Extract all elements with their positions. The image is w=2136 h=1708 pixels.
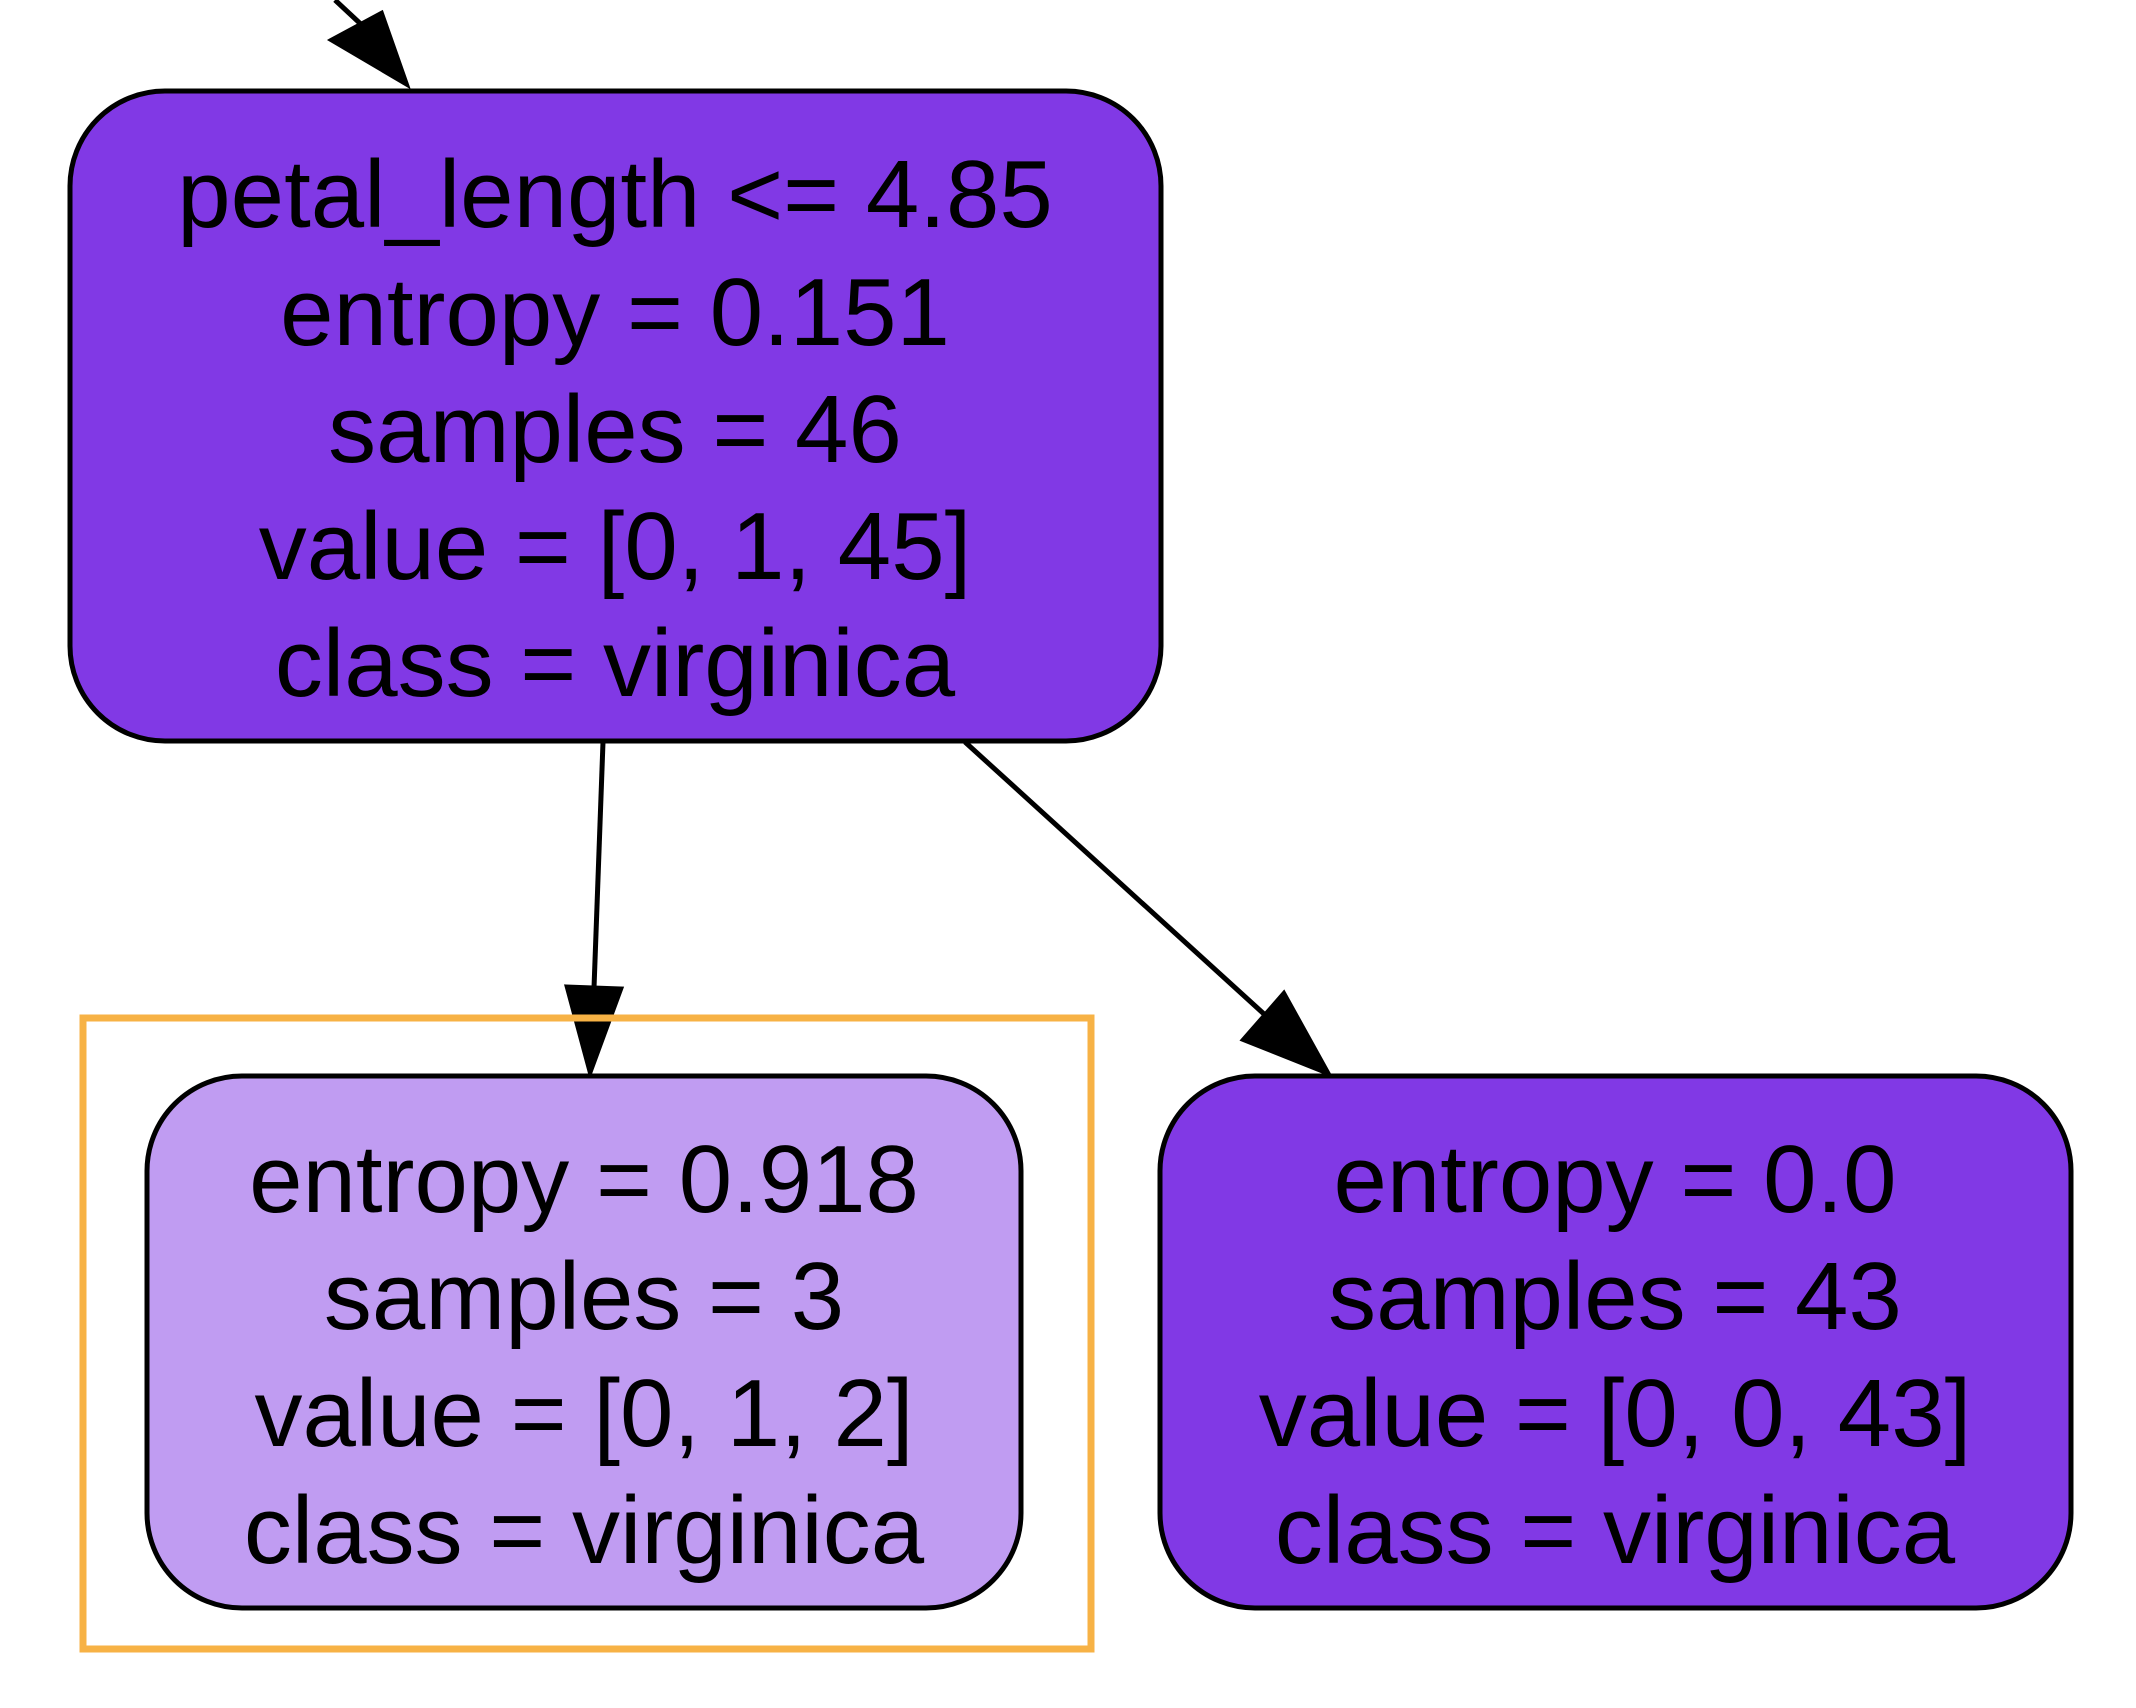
leaf-right-entropy: entropy = 0.0 <box>1333 1126 1896 1233</box>
incoming-edge <box>326 0 411 90</box>
leaf-left-class: class = virginica <box>244 1477 925 1584</box>
split-value: value = [0, 1, 45] <box>259 493 972 600</box>
leaf-right-class: class = virginica <box>1275 1477 1956 1584</box>
edge-parent-to-right-leaf <box>963 740 1334 1078</box>
leaf-node-right[interactable]: entropy = 0.0 samples = 43 value = [0, 0… <box>1157 1073 2074 1611</box>
split-node-box <box>67 88 1164 744</box>
split-condition: petal_length <= 4.85 <box>177 141 1052 248</box>
leaf-node-left[interactable]: entropy = 0.918 samples = 3 value = [0, … <box>144 1073 1024 1611</box>
leaf-right-samples: samples = 43 <box>1328 1243 1902 1350</box>
edge-parent-to-left-leaf <box>564 741 625 1080</box>
leaf-left-entropy: entropy = 0.918 <box>249 1126 919 1233</box>
leaf-left-box <box>144 1073 1024 1611</box>
leaf-left-value: value = [0, 1, 2] <box>254 1360 913 1467</box>
leaf-right-box <box>1157 1073 2074 1611</box>
leaf-right-value: value = [0, 0, 43] <box>1259 1360 1972 1467</box>
split-class: class = virginica <box>275 610 956 717</box>
split-samples: samples = 46 <box>328 376 902 483</box>
highlight-frame <box>79 1014 1095 1653</box>
split-node-petal-length[interactable]: petal_length <= 4.85 entropy = 0.151 sam… <box>67 88 1164 744</box>
split-entropy: entropy = 0.151 <box>280 259 950 366</box>
leaf-left-samples: samples = 3 <box>324 1243 844 1350</box>
